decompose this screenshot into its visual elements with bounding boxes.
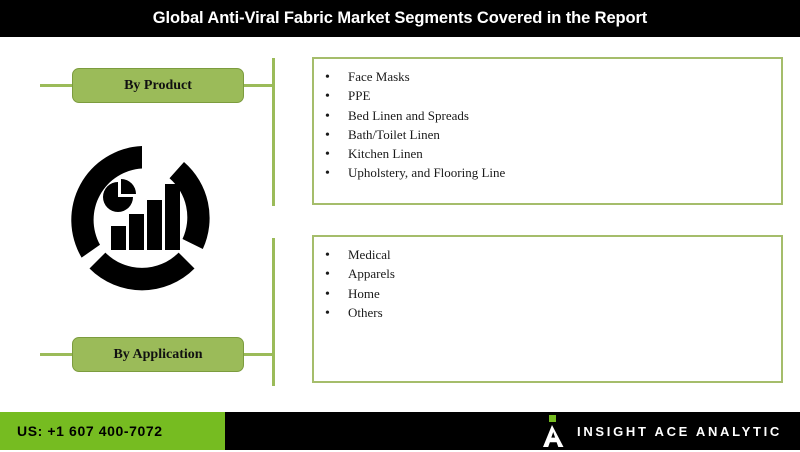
footer-brand: INSIGHT ACE ANALYTIC bbox=[540, 412, 782, 450]
content-box-by-application: • Medical • Apparels • Home • Others bbox=[312, 235, 783, 383]
list-item-label: Others bbox=[348, 304, 383, 320]
list-item-label: Bed Linen and Spreads bbox=[348, 107, 469, 123]
list-item: • Face Masks bbox=[314, 68, 781, 87]
connector-left-by-product bbox=[40, 84, 73, 87]
footer-phone-number: US: +1 607 400-7072 bbox=[17, 423, 163, 439]
list-item-label: Bath/Toilet Linen bbox=[348, 126, 440, 142]
category-button-by-product[interactable]: By Product bbox=[72, 68, 244, 103]
analytics-chart-icon bbox=[62, 140, 222, 300]
bullet-icon: • bbox=[325, 108, 330, 124]
list-item-label: Apparels bbox=[348, 266, 395, 282]
footer-brand-name: INSIGHT ACE ANALYTIC bbox=[577, 423, 782, 439]
list-item-label: Upholstery, and Flooring Line bbox=[348, 165, 506, 181]
list-item: • Bed Linen and Spreads bbox=[314, 107, 781, 126]
list-item: • Medical bbox=[314, 246, 781, 265]
connector-right-by-application bbox=[244, 353, 274, 356]
footer-bar: US: +1 607 400-7072 INSIGHT ACE ANALYTIC bbox=[0, 412, 800, 450]
connector-right-by-product bbox=[244, 84, 274, 87]
insight-ace-a-logo-icon bbox=[540, 415, 564, 447]
bullet-icon: • bbox=[325, 166, 330, 182]
list-item-label: Kitchen Linen bbox=[348, 146, 423, 162]
list-item-label: PPE bbox=[348, 88, 371, 104]
category-button-by-application[interactable]: By Application bbox=[72, 337, 244, 372]
list-item: • Upholstery, and Flooring Line bbox=[314, 164, 781, 183]
list-item: • Home bbox=[314, 285, 781, 304]
list-item: • Kitchen Linen bbox=[314, 145, 781, 164]
bullet-icon: • bbox=[325, 147, 330, 163]
bullet-icon: • bbox=[325, 305, 330, 321]
list-item-label: Face Masks bbox=[348, 69, 410, 84]
list-item: • Apparels bbox=[314, 265, 781, 284]
connector-left-by-application bbox=[40, 353, 73, 356]
list-item: • PPE bbox=[314, 87, 781, 106]
bullet-icon: • bbox=[325, 267, 330, 283]
list-item: • Bath/Toilet Linen bbox=[314, 126, 781, 145]
content-box-by-product: • Face Masks • PPE • Bed Linen and Sprea… bbox=[312, 57, 783, 205]
list-item-label: Home bbox=[348, 285, 380, 301]
bullet-icon: • bbox=[325, 70, 330, 85]
category-button-label: By Application bbox=[113, 346, 203, 362]
connector-trunk-by-product bbox=[272, 58, 275, 206]
bullet-list-by-application: • Medical • Apparels • Home • Others bbox=[314, 237, 781, 323]
list-item-label: Medical bbox=[348, 247, 391, 262]
footer-phone-block[interactable]: US: +1 607 400-7072 bbox=[0, 412, 225, 450]
list-item: • Others bbox=[314, 304, 781, 323]
bullet-icon: • bbox=[325, 89, 330, 105]
bullet-list-by-product: • Face Masks • PPE • Bed Linen and Sprea… bbox=[314, 59, 781, 184]
bullet-icon: • bbox=[325, 127, 330, 143]
header-bar: Global Anti-Viral Fabric Market Segments… bbox=[0, 0, 800, 37]
bullet-icon: • bbox=[325, 248, 330, 263]
connector-trunk-by-application bbox=[272, 238, 275, 386]
bullet-icon: • bbox=[325, 286, 330, 302]
page-title: Global Anti-Viral Fabric Market Segments… bbox=[152, 9, 648, 27]
category-button-label: By Product bbox=[124, 77, 192, 93]
